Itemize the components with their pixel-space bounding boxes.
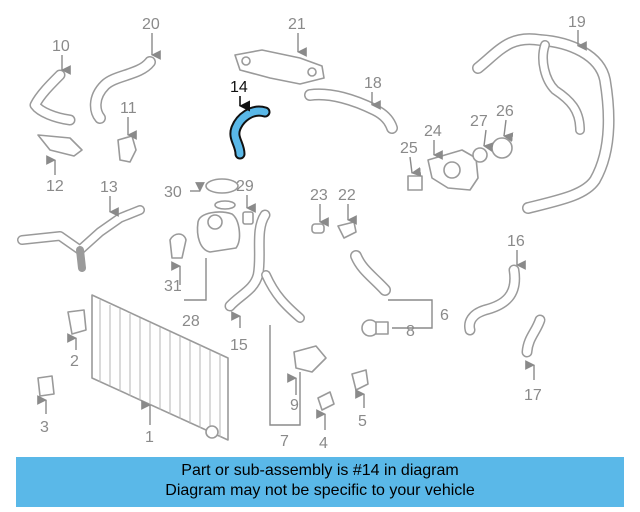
callout-24: 24 (424, 123, 442, 140)
callout-6: 6 (440, 307, 449, 324)
leader-lines (37, 30, 587, 430)
callout-22: 22 (338, 187, 356, 204)
callout-15: 15 (230, 337, 248, 354)
part-5-sensor[interactable] (351, 369, 369, 391)
callout-5: 5 (358, 413, 367, 430)
callout-26: 26 (496, 103, 514, 120)
part-4-sensor[interactable] (317, 391, 335, 411)
info-banner: Part or sub-assembly is #14 in diagram D… (16, 457, 624, 507)
part-8-fitting[interactable] (361, 319, 389, 337)
callout-9: 9 (290, 397, 299, 414)
part-22-fitting[interactable] (337, 221, 357, 239)
banner-line-1: Part or sub-assembly is #14 in diagram (181, 462, 459, 479)
part-23-plug[interactable] (311, 223, 325, 234)
callout-labels: 1 2 3 4 5 6 7 8 9 10 11 12 13 14 15 16 1… (40, 14, 586, 452)
part-12-bracket[interactable] (37, 134, 83, 157)
callout-19: 19 (568, 14, 586, 31)
callout-17: 17 (524, 387, 542, 404)
callout-4: 4 (319, 435, 328, 452)
part-27-ring[interactable] (472, 147, 488, 163)
callout-13: 13 (100, 179, 118, 196)
part-1-radiator[interactable] (91, 294, 229, 441)
part-24-housing[interactable] (427, 149, 479, 191)
part-17-hose[interactable] (521, 314, 546, 358)
part-25-gasket[interactable] (407, 175, 423, 191)
part-16-hose[interactable] (464, 264, 521, 336)
callout-21: 21 (288, 16, 306, 33)
parts-diagram: 1 2 3 4 5 6 7 8 9 10 11 12 13 14 15 16 1… (17, 14, 615, 452)
banner-line-2: Diagram may not be specific to your vehi… (165, 482, 475, 499)
part-10-hose[interactable] (29, 69, 76, 126)
part-15-hose[interactable] (224, 209, 305, 323)
part-2-bracket[interactable] (67, 309, 87, 335)
callout-2: 2 (70, 353, 79, 370)
part-13-pipe[interactable] (17, 205, 145, 272)
callout-29: 29 (236, 178, 254, 195)
callout-18: 18 (364, 75, 382, 92)
part-11-sensor[interactable] (117, 135, 137, 163)
callout-28: 28 (182, 313, 200, 330)
part-21-flange[interactable] (234, 49, 325, 85)
callout-25: 25 (400, 140, 418, 157)
coolant-reservoir[interactable] (196, 211, 241, 253)
part-29-sensor[interactable] (242, 211, 254, 225)
callout-14: 14 (230, 79, 248, 96)
part-6-hose[interactable] (350, 250, 391, 296)
callout-27: 27 (470, 113, 488, 130)
part-30-cap[interactable] (205, 178, 239, 210)
callout-3: 3 (40, 419, 49, 436)
part-20-hose[interactable] (89, 56, 156, 124)
callout-11: 11 (120, 100, 137, 117)
callout-23: 23 (310, 187, 328, 204)
part-3-bracket[interactable] (37, 375, 55, 397)
callout-10: 10 (52, 38, 70, 55)
callout-7: 7 (280, 433, 289, 450)
callout-8: 8 (406, 323, 415, 340)
part-14-hose[interactable] (229, 105, 271, 160)
part-26-cap[interactable] (491, 137, 513, 159)
part-19-hose[interactable] (472, 33, 615, 214)
part-18-hose[interactable] (304, 88, 398, 134)
callout-1: 1 (145, 429, 154, 446)
callout-20: 20 (142, 16, 160, 33)
part-31-hose[interactable] (169, 233, 187, 259)
part-9-flange[interactable] (293, 345, 327, 373)
callout-31: 31 (164, 278, 182, 295)
callout-16: 16 (507, 233, 525, 250)
callout-12: 12 (46, 178, 64, 195)
callout-30: 30 (164, 184, 182, 201)
